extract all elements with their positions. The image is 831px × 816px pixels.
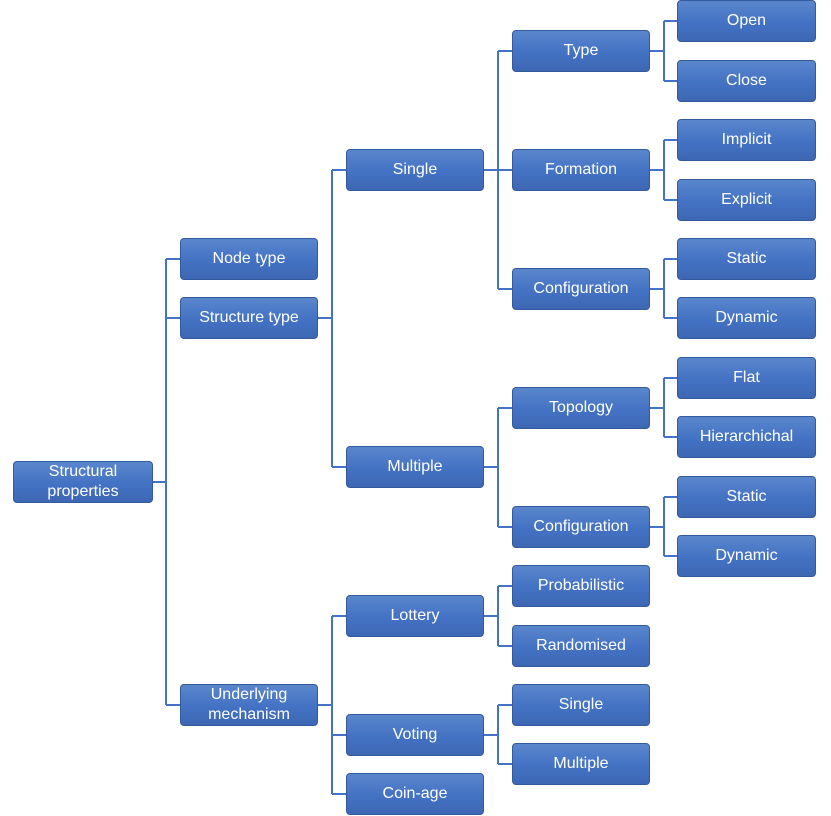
node-voting-single: Single — [512, 684, 650, 726]
node-voting: Voting — [346, 714, 484, 756]
node-single: Single — [346, 149, 484, 191]
node-multiple: Multiple — [346, 446, 484, 488]
node-configuration-single: Configuration — [512, 268, 650, 310]
node-node-type: Node type — [180, 238, 318, 280]
node-probabilistic: Probabilistic — [512, 565, 650, 607]
node-close: Close — [677, 60, 816, 102]
node-dynamic-single: Dynamic — [677, 297, 816, 339]
node-structure-type: Structure type — [180, 297, 318, 339]
node-structural-properties: Structural properties — [13, 461, 153, 503]
node-static-multiple: Static — [677, 476, 816, 518]
node-topology: Topology — [512, 387, 650, 429]
node-coin-age: Coin-age — [346, 773, 484, 815]
node-configuration-multiple: Configuration — [512, 506, 650, 548]
node-randomised: Randomised — [512, 625, 650, 667]
node-formation: Formation — [512, 149, 650, 191]
node-underlying-mechanism: Underlying mechanism — [180, 684, 318, 726]
node-voting-multiple: Multiple — [512, 743, 650, 785]
node-implicit: Implicit — [677, 119, 816, 161]
node-lottery: Lottery — [346, 595, 484, 637]
node-dynamic-multiple: Dynamic — [677, 535, 816, 577]
node-flat: Flat — [677, 357, 816, 399]
node-type: Type — [512, 30, 650, 72]
node-open: Open — [677, 0, 816, 42]
node-explicit: Explicit — [677, 179, 816, 221]
node-hierarchichal: Hierarchichal — [677, 416, 816, 458]
node-static-single: Static — [677, 238, 816, 280]
